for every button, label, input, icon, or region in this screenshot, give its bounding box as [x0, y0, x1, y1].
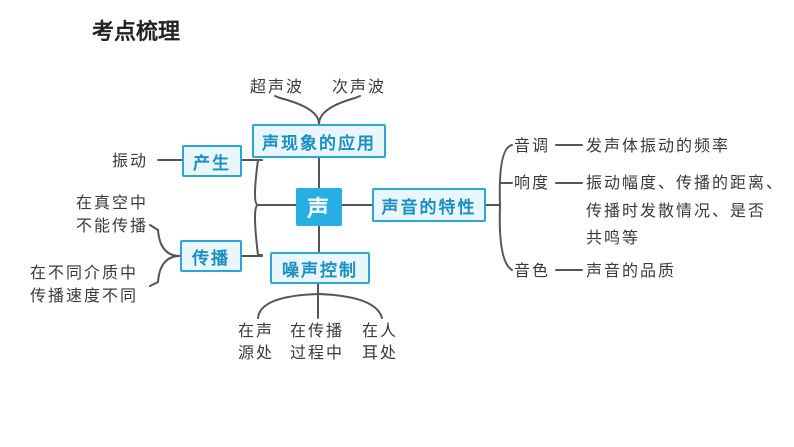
leaf-vacuum-line1: 在真空中	[75, 193, 148, 212]
leaf-loudness-desc-line1: 振动幅度、传播的距离、	[586, 173, 785, 192]
node-production: 产生	[182, 145, 242, 177]
node-propagation: 传播	[180, 240, 242, 272]
leaf-source-line1: 在声	[238, 321, 275, 340]
leaf-media-line2: 传播速度不同	[30, 286, 139, 305]
leaf-loudness: 响度	[514, 173, 551, 192]
leaf-loudness-desc-line2: 传播时发散情况、是否	[586, 201, 767, 220]
leaf-timbre-desc: 声音的品质	[586, 261, 677, 280]
leaf-path-line2: 过程中	[290, 343, 345, 362]
leaf-infrasound: 次声波	[332, 77, 387, 96]
leaf-ultrasound: 超声波	[250, 77, 305, 96]
leaf-loudness-desc-line3: 共鸣等	[586, 228, 641, 247]
leaf-vacuum-line2: 不能传播	[75, 216, 148, 235]
leaf-ear-line1: 在人	[362, 321, 399, 340]
node-noise-control: 噪声控制	[270, 252, 370, 284]
leaf-vibration: 振动	[112, 151, 149, 170]
leaf-ear-line2: 耳处	[362, 343, 399, 362]
leaf-source-line2: 源处	[238, 343, 275, 362]
leaf-path-line1: 在传播	[290, 321, 345, 340]
center-node: 声	[296, 188, 342, 226]
node-characteristics: 声音的特性	[372, 188, 486, 222]
leaf-pitch: 音调	[514, 136, 551, 155]
leaf-pitch-desc: 发声体振动的频率	[586, 136, 731, 155]
leaf-timbre: 音色	[514, 261, 551, 280]
page-title: 考点梳理	[92, 20, 181, 45]
leaf-media-line1: 在不同介质中	[30, 263, 139, 282]
node-application: 声现象的应用	[252, 124, 386, 158]
